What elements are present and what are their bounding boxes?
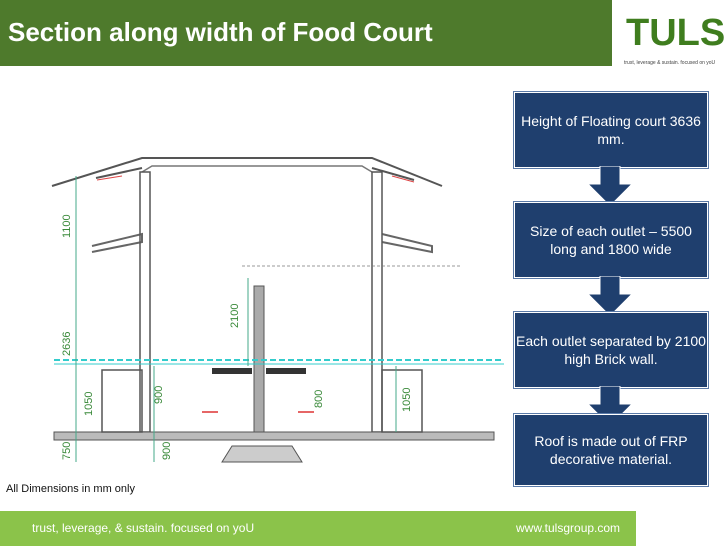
dim-label: 900 bbox=[161, 442, 173, 460]
dim-label: 1100 bbox=[61, 214, 73, 238]
section-drawing: 1100 2636 1050 750 900 900 2100 800 1050 bbox=[51, 157, 504, 463]
down-arrow-icon bbox=[586, 276, 634, 316]
counter-right bbox=[266, 368, 306, 374]
dim-label: 750 bbox=[61, 442, 73, 460]
dim-label: 2100 bbox=[229, 304, 241, 328]
dim-label: 2636 bbox=[61, 332, 73, 356]
counter-left bbox=[212, 368, 252, 374]
page-title: Section along width of Food Court bbox=[8, 17, 433, 47]
down-arrow-icon bbox=[586, 166, 634, 206]
roof-outline bbox=[51, 157, 443, 187]
footing bbox=[221, 445, 303, 463]
dim-label: 1050 bbox=[401, 388, 413, 412]
footer-bar: trust, leverage, & sustain. focused on y… bbox=[0, 511, 636, 546]
footer-website-link[interactable]: www.tulsgroup.com bbox=[516, 521, 621, 535]
flow-step-text: Size of each outlet – 5500 long and 1800… bbox=[530, 223, 692, 257]
roof-inner bbox=[141, 165, 373, 173]
tuls-logo: TULS trust, leverage & sustain. focused … bbox=[620, 8, 726, 66]
flow-step-1: Height of Floating court 3636 mm. bbox=[514, 92, 708, 168]
dim-label: 900 bbox=[153, 386, 165, 404]
flow-step-text: Roof is made out of FRP decorative mater… bbox=[534, 433, 688, 467]
flowchart: Height of Floating court 3636 mm. Size o… bbox=[514, 92, 708, 486]
logo-wordmark: TULS bbox=[626, 12, 726, 54]
logo-tagline: trust, leverage & sustain. focused on yo… bbox=[624, 60, 716, 66]
roof-red-accent-left bbox=[96, 175, 123, 181]
canopy-right bbox=[381, 233, 433, 254]
dim-label: 1050 bbox=[83, 392, 95, 416]
roof-red-accent-right bbox=[391, 175, 415, 183]
title-bar: Section along width of Food Court bbox=[0, 0, 612, 66]
roof-slope-right bbox=[371, 167, 415, 181]
canopy-left bbox=[91, 232, 143, 253]
flow-step-text: Each outlet separated by 2100 high Brick… bbox=[516, 333, 706, 367]
flow-step-text: Height of Floating court 3636 mm. bbox=[521, 113, 701, 147]
flow-step-2: Size of each outlet – 5500 long and 1800… bbox=[514, 202, 708, 278]
pit-right bbox=[381, 369, 423, 433]
foundation-slab bbox=[53, 431, 495, 441]
dimensions-note: All Dimensions in mm only bbox=[6, 483, 135, 495]
flow-step-4: Roof is made out of FRP decorative mater… bbox=[514, 414, 708, 486]
dim-label: 800 bbox=[313, 390, 325, 408]
column-right bbox=[371, 171, 383, 433]
roof-slope-left bbox=[95, 167, 143, 179]
pit-left bbox=[101, 369, 143, 433]
footer-tagline: trust, leverage, & sustain. focused on y… bbox=[32, 521, 255, 535]
flow-step-3: Each outlet separated by 2100 high Brick… bbox=[514, 312, 708, 388]
